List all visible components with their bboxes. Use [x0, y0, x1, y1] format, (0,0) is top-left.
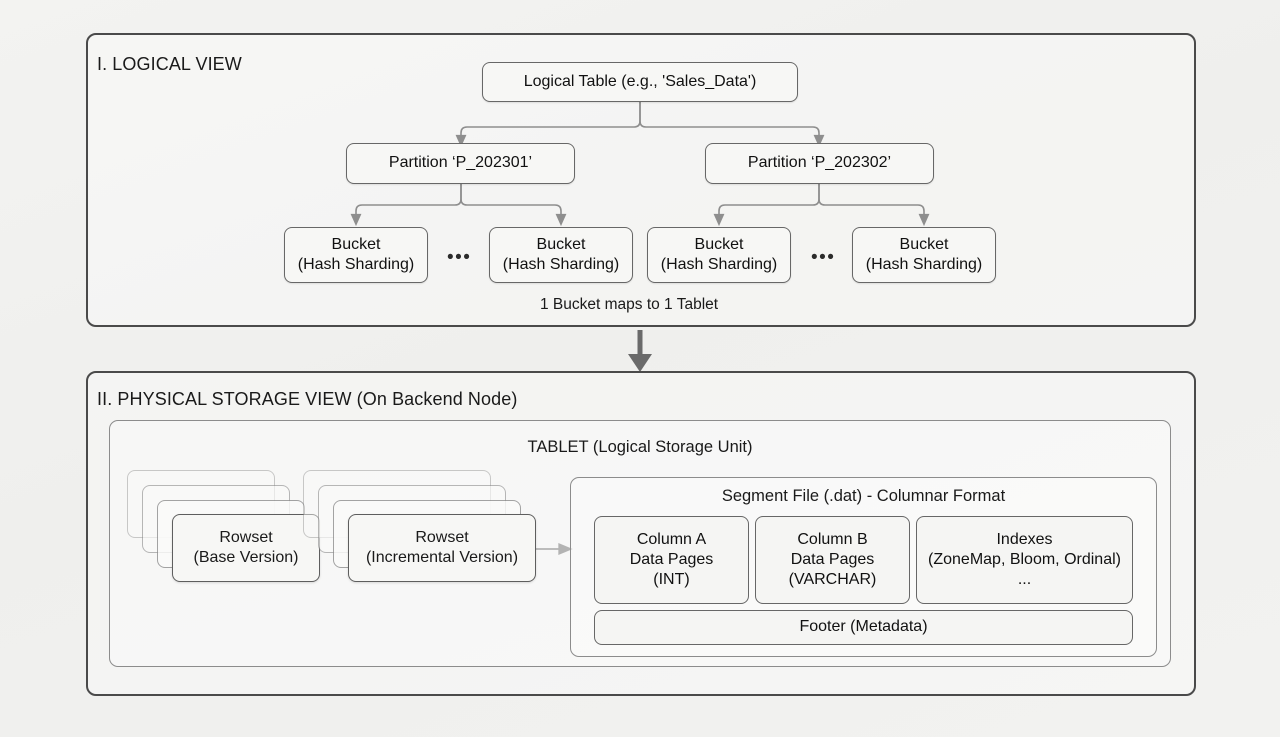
logical-table-label: Logical Table (e.g., 'Sales_Data') [523, 72, 757, 90]
segment-footer[interactable]: Footer (Metadata) [594, 610, 1133, 645]
bucket-label-1-line1: Bucket [331, 235, 381, 253]
partition-node-1[interactable]: Partition ‘P_202301’ [346, 143, 575, 184]
partition-label-1: Partition ‘P_202301’ [388, 154, 533, 172]
bucket-ellipsis-1: ••• [447, 247, 472, 268]
indexes-line2: (ZoneMap, Bloom, Ordinal) [928, 550, 1121, 568]
partition-node-2[interactable]: Partition ‘P_202302’ [705, 143, 934, 184]
segment-footer-label: Footer (Metadata) [799, 618, 928, 636]
bucket-node-4[interactable]: Bucket (Hash Sharding) [852, 227, 996, 283]
column-b-line1: Column B [797, 530, 868, 548]
bucket-ellipsis-2: ••• [811, 247, 836, 268]
indexes-line1: Indexes [996, 530, 1053, 548]
rowset-base-line1: Rowset [219, 528, 273, 546]
bucket-node-1[interactable]: Bucket (Hash Sharding) [284, 227, 428, 283]
bucket-label-1-line2: (Hash Sharding) [297, 256, 415, 273]
rowset-card-front-incremental[interactable]: Rowset (Incremental Version) [348, 514, 536, 582]
bucket-label-2-line2: (Hash Sharding) [502, 256, 620, 273]
segment-column-a[interactable]: Column A Data Pages (INT) [594, 516, 749, 604]
section-link-arrow [628, 330, 652, 372]
bucket-label-2-line1: Bucket [536, 235, 586, 253]
logical-view-title: I. LOGICAL VIEW [97, 54, 242, 74]
partition-label-2: Partition ‘P_202302’ [747, 154, 892, 172]
bucket-tablet-caption: 1 Bucket maps to 1 Tablet [540, 296, 719, 313]
column-b-line3: (VARCHAR) [788, 571, 877, 589]
physical-view-title: II. PHYSICAL STORAGE VIEW (On Backend No… [97, 389, 518, 409]
rowset-card-front-base[interactable]: Rowset (Base Version) [172, 514, 320, 582]
indexes-line3: ... [1017, 571, 1032, 589]
column-a-line2: Data Pages [629, 550, 714, 568]
rowset-stack-incremental[interactable]: Rowset (Incremental Version) [303, 470, 543, 582]
column-b-line2: Data Pages [790, 550, 875, 568]
bucket-node-3[interactable]: Bucket (Hash Sharding) [647, 227, 791, 283]
bucket-node-2[interactable]: Bucket (Hash Sharding) [489, 227, 633, 283]
segment-column-b[interactable]: Column B Data Pages (VARCHAR) [755, 516, 910, 604]
rowset-inc-line2: (Incremental Version) [365, 549, 519, 566]
bucket-label-4-line2: (Hash Sharding) [865, 256, 983, 273]
rowset-stack-base[interactable]: Rowset (Base Version) [127, 470, 327, 582]
column-a-line1: Column A [636, 530, 707, 548]
bucket-label-3-line2: (Hash Sharding) [660, 256, 778, 273]
bucket-label-4-line1: Bucket [899, 235, 949, 253]
tablet-title: TABLET (Logical Storage Unit) [527, 438, 753, 456]
logical-table-node[interactable]: Logical Table (e.g., 'Sales_Data') [482, 62, 798, 102]
segment-file-title: Segment File (.dat) - Columnar Format [721, 487, 1006, 505]
column-a-line3: (INT) [653, 571, 690, 589]
rowset-base-line2: (Base Version) [193, 549, 299, 566]
rowset-inc-line1: Rowset [415, 528, 469, 546]
segment-indexes[interactable]: Indexes (ZoneMap, Bloom, Ordinal) ... [916, 516, 1133, 604]
bucket-label-3-line1: Bucket [694, 235, 744, 253]
